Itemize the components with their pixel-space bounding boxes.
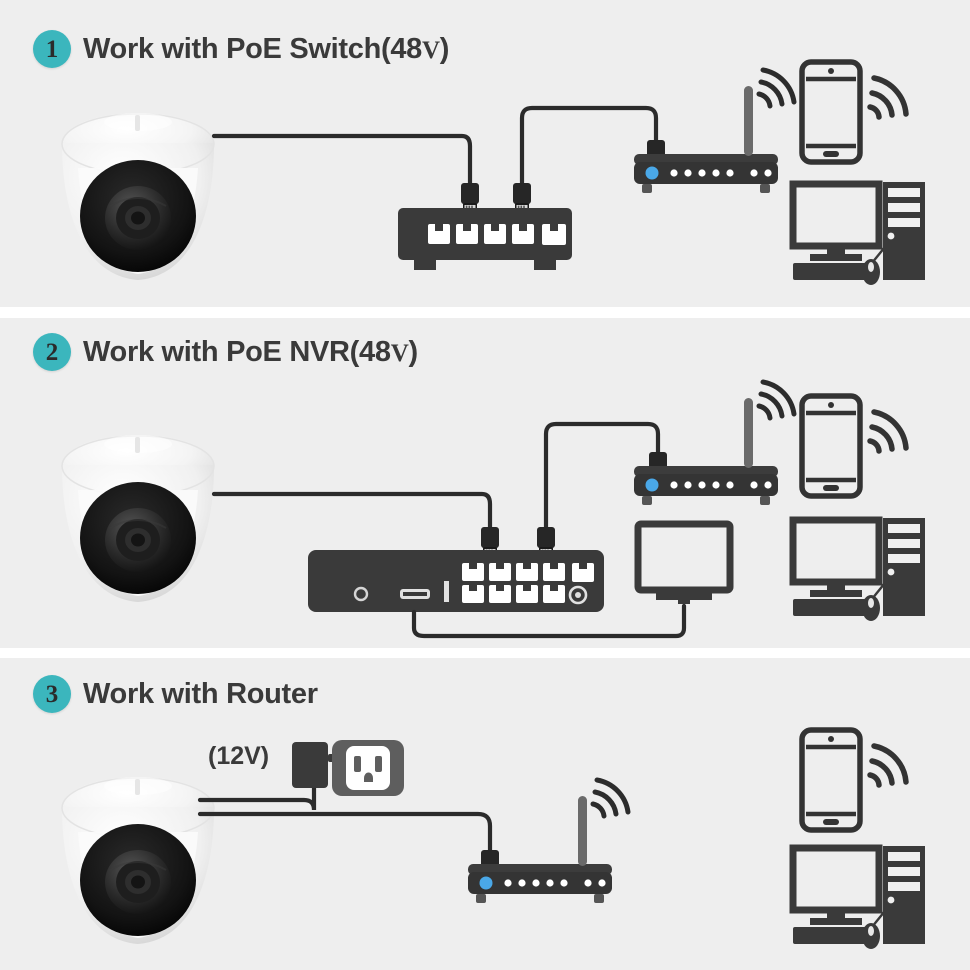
section-title-2-main: Work with PoE NVR(48 bbox=[83, 335, 391, 368]
section-badge-2: 2 bbox=[33, 333, 71, 371]
section-title-1: Work with PoE Switch(48V) bbox=[83, 33, 449, 66]
section-title-1-end: ) bbox=[439, 32, 450, 65]
section-title-1-volt: V bbox=[422, 36, 440, 64]
section-heading-3: 3 Work with Router bbox=[33, 675, 318, 713]
section-badge-1: 1 bbox=[33, 30, 71, 68]
section-badge-3: 3 bbox=[33, 675, 71, 713]
power-voltage-label: (12V) bbox=[208, 742, 270, 770]
section-heading-1: 1 Work with PoE Switch(48V) bbox=[33, 30, 449, 68]
section-title-2-volt: V bbox=[390, 339, 409, 367]
section-heading-2: 2 Work with PoE NVR(48V) bbox=[33, 333, 418, 371]
section-title-1-main: Work with PoE Switch(48 bbox=[83, 32, 423, 65]
section-title-3: Work with Router bbox=[83, 677, 318, 710]
section-title-2-end: ) bbox=[408, 335, 418, 368]
section-title-2: Work with PoE NVR(48V) bbox=[83, 336, 418, 369]
